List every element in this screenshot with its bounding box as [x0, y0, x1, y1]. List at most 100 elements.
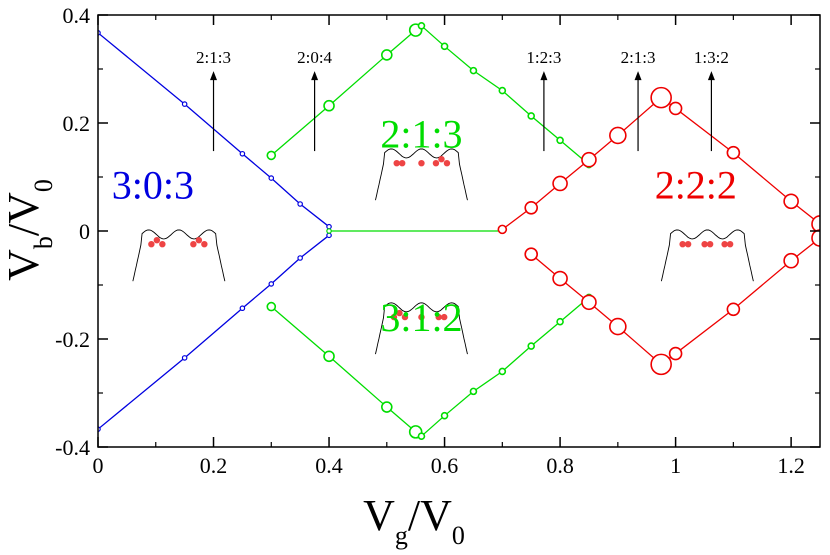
- series-3-point-6: [469, 66, 478, 75]
- series-4-point-8: [527, 342, 536, 350]
- series-0-point-2: [239, 150, 246, 157]
- series-3-point-2: [380, 49, 393, 61]
- series-0-point-1: [181, 101, 188, 107]
- series-4-point-6: [469, 387, 478, 396]
- x-axis-title-sep: /: [408, 491, 421, 540]
- series-3-point-9: [556, 136, 564, 145]
- y-tick-label-2: 0: [79, 219, 90, 244]
- y-tick-label-3: 0.2: [63, 111, 91, 136]
- series-1-point-4: [297, 255, 303, 261]
- annotation-2: 1:2:3: [526, 48, 561, 152]
- series-4-point-4: [417, 432, 426, 441]
- well-ball-1-2-0: [432, 160, 440, 167]
- well-ball-2-0-0: [390, 313, 398, 321]
- annotation-0: 2:1:3: [196, 48, 231, 152]
- series-6-point-6: [726, 302, 741, 317]
- series-4-point-7: [498, 367, 507, 376]
- annotation-label-4: 1:3:2: [694, 48, 729, 67]
- region-label-2: 3:1:2: [380, 295, 462, 340]
- annotation-1: 2:0:4: [297, 48, 333, 152]
- region-label-0: 3:0:3: [112, 163, 194, 208]
- series-5-point-9: [811, 215, 820, 233]
- series-2-point-0: [326, 228, 332, 234]
- region-label-3: 2:2:2: [655, 163, 737, 208]
- well-ball-3-2-1: [726, 241, 734, 248]
- well-ball-3-1-0: [701, 241, 708, 248]
- series-5-point-7: [726, 145, 741, 160]
- y-tick-label-0: -0.4: [55, 435, 90, 460]
- well-curve-0: [132, 229, 226, 282]
- series-6-point-4: [650, 353, 672, 376]
- y-tick-label-1: -0.2: [55, 327, 90, 352]
- series-5-point-5: [650, 86, 672, 109]
- annotation-arrowhead-2: [540, 71, 548, 81]
- y-axis-title-sub: b: [29, 236, 58, 249]
- series-5-point-2: [552, 175, 568, 192]
- well-curve-2: [375, 302, 468, 355]
- y-axis-title-sub2: 0: [29, 179, 58, 192]
- x-axis-title-sub2: 0: [452, 521, 465, 550]
- well-inset-3: [660, 229, 754, 282]
- x-axis-title-sub: g: [395, 521, 408, 550]
- x-tick-label-1: 0.2: [200, 453, 228, 478]
- annotation-label-2: 1:2:3: [526, 48, 561, 67]
- well-ball-3-0-1: [684, 241, 692, 248]
- series-6-point-8: [811, 229, 820, 247]
- annotation-arrowhead-0: [210, 71, 218, 81]
- annotation-arrowhead-4: [707, 71, 715, 81]
- well-ball-2-0-2: [401, 313, 409, 321]
- y-axis-title-sep: /: [0, 223, 48, 236]
- well-ball-1-2-2: [443, 160, 451, 167]
- annotation-arrowhead-1: [311, 71, 319, 81]
- data-layer: [98, 21, 820, 441]
- series-5-point-8: [783, 193, 799, 210]
- y-axis-title-main: V: [0, 249, 48, 281]
- series-5-point-3: [581, 151, 597, 168]
- well-ball-2-1-0: [418, 313, 425, 321]
- series-1-point-3: [268, 281, 275, 287]
- series-4-point-2: [380, 401, 393, 413]
- series-1-point-2: [239, 305, 246, 312]
- region-label-1: 2:1:3: [380, 111, 462, 156]
- well-ball-3-0-0: [679, 241, 686, 248]
- annotation-arrowhead-3: [634, 71, 642, 81]
- well-ball-2-2-1: [441, 313, 448, 321]
- series-3-point-4: [417, 21, 426, 30]
- well-ball-1-2-1: [438, 156, 445, 163]
- annotation-label-0: 2:1:3: [196, 48, 231, 67]
- series-3-point-5: [440, 42, 449, 51]
- series-6-line: [530, 237, 820, 366]
- well-inset-2: [375, 302, 468, 355]
- annotation-label-1: 2:0:4: [297, 48, 332, 67]
- well-ball-0-0-1: [153, 237, 161, 244]
- annotation-4: 1:3:2: [694, 48, 729, 152]
- series-6-point-1: [552, 270, 568, 287]
- well-ball-3-1-1: [706, 241, 714, 248]
- well-ball-0-1-0: [190, 241, 197, 248]
- annotation-label-3: 2:1:3: [621, 48, 656, 67]
- series-0-point-4: [297, 201, 303, 207]
- series-4-point-1: [323, 350, 335, 363]
- well-curve-1: [375, 148, 468, 201]
- series-0-line: [98, 32, 330, 228]
- y-axis-title-main2: V: [0, 192, 48, 224]
- series-1-point-1: [181, 355, 188, 361]
- well-ball-0-1-2: [201, 241, 208, 248]
- series-4-point-0: [266, 301, 277, 312]
- series-5-point-6: [668, 101, 683, 116]
- series-5-line: [501, 96, 820, 230]
- x-axis-title-main2: V: [420, 491, 452, 540]
- well-ball-3-2-0: [721, 241, 728, 248]
- well-ball-1-0-1: [399, 160, 406, 167]
- x-axis-title: Vg/V0: [363, 491, 465, 550]
- transition-annotations: 2:1:3 2:0:4 1:2:3 2:1:3 1:3:2: [196, 48, 729, 152]
- series-6-point-7: [783, 252, 799, 269]
- y-axis-title: Vb/V0: [0, 179, 58, 281]
- series-4-point-9: [556, 317, 564, 326]
- well-ball-0-0-0: [148, 241, 155, 248]
- x-tick-label-5: 1: [670, 453, 681, 478]
- series-5-point-1: [524, 200, 539, 215]
- well-ball-0-0-2: [159, 241, 166, 248]
- series-3-point-7: [498, 86, 507, 95]
